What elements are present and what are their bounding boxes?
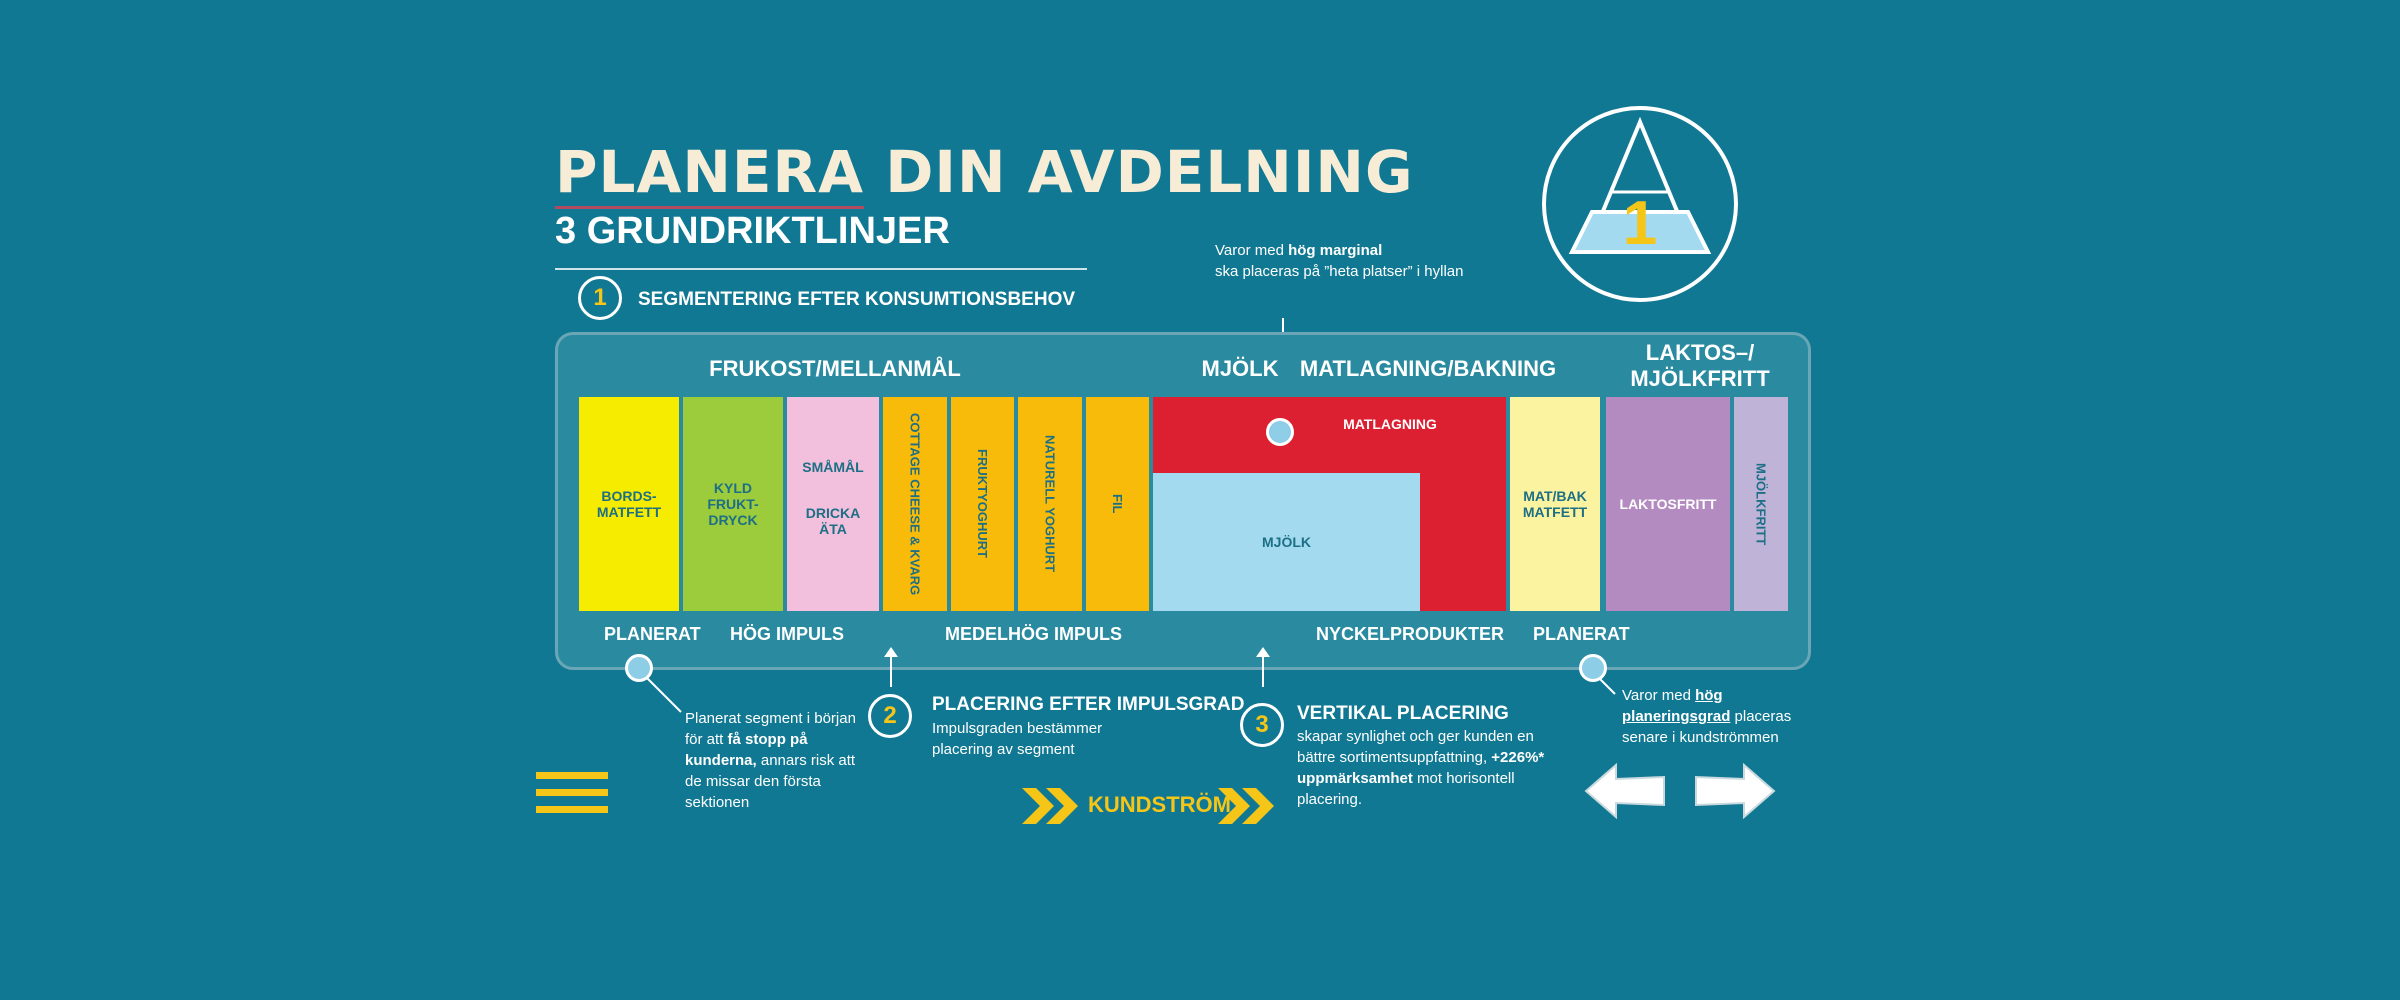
label-planned-2: PLANERAT	[1533, 624, 1630, 644]
note-planned-segment: Planerat segment i början för att få sto…	[685, 710, 856, 811]
step-2-number: 2	[868, 694, 912, 738]
planned-end-marker	[1579, 654, 1607, 682]
title-divider	[555, 268, 1087, 270]
category-cooking: MATLAGNING/BAKNING	[1299, 356, 1557, 381]
segment-chilled-juice: KYLD FRUKT- DRYCK	[683, 397, 783, 611]
step-2-title: PLACERING EFTER IMPULSGRAD	[932, 694, 1245, 715]
category-lactose-free: LAKTOS–/ MJÖLKFRITT	[1630, 340, 1770, 391]
impulse-arrow	[884, 647, 898, 687]
segment-milk-free: MJÖLKFRITT	[1734, 397, 1788, 611]
segment-snacks: SMÅMÅL DRICKA ÄTA	[787, 397, 879, 611]
segment-lactose-free: LAKTOSFRITT	[1606, 397, 1730, 611]
label-key-products: NYCKELPRODUKTER	[1316, 624, 1505, 644]
hamburger-menu-icon[interactable]	[536, 772, 608, 816]
chevron-double-right-icon-2	[1218, 788, 1274, 824]
arrow-right-icon[interactable]	[1694, 762, 1776, 820]
note-high-margin: Varor med hög marginal ska placeras på ”…	[1215, 242, 1464, 280]
segment-milk: MJÖLK	[1153, 470, 1423, 611]
page-title: PLANERA DIN AVDELNING	[555, 138, 1414, 209]
segment-fil: FIL	[1086, 397, 1149, 611]
step-2-text: Impulsgraden bestämmer placering av segm…	[932, 720, 1103, 758]
pyramid-level-number: 1	[1623, 189, 1657, 258]
high-margin-marker	[1266, 418, 1294, 446]
label-medium-impulse: MEDELHÖG IMPULS	[945, 624, 1123, 644]
segment-snacks-label: SMÅMÅL	[802, 459, 864, 475]
segment-cooking-label: MATLAGNING	[1343, 416, 1437, 432]
segment-table-spread: BORDS- MATFETT	[579, 397, 679, 611]
step-3-number: 3	[1240, 703, 1284, 747]
note-vertical-placement: skapar synlighet och ger kunden en bättr…	[1297, 728, 1545, 808]
category-breakfast: FRUKOST/MELLANMÅL	[709, 356, 961, 381]
planned-start-marker	[625, 654, 653, 682]
segment-drink-eat-label: DRICKA ÄTA	[805, 505, 861, 537]
arrow-left-icon[interactable]	[1584, 762, 1666, 820]
label-planned-1: PLANERAT	[604, 624, 701, 644]
step-1-number: 1	[578, 276, 622, 320]
vertical-arrow	[1256, 647, 1270, 687]
segment-cottage-cheese: COTTAGE CHEESE & KVARG	[883, 397, 947, 611]
planned-start-pointer	[646, 677, 682, 713]
planned-end-pointer	[1598, 677, 1616, 695]
segment-cooking-spread: MAT/BAK MATFETT	[1510, 397, 1600, 611]
step-1-title: SEGMENTERING EFTER KONSUMTIONSBEHOV	[638, 289, 1076, 310]
pyramid-icon: 1	[1542, 106, 1738, 302]
page-subtitle: 3 GRUNDRIKTLINJER	[555, 210, 950, 252]
customer-flow-label: KUNDSTRÖM	[1088, 792, 1231, 817]
chevron-double-right-icon	[1022, 788, 1078, 824]
label-high-impulse: HÖG IMPULS	[730, 624, 845, 644]
segment-fruit-yoghurt: FRUKTYOGHURT	[951, 397, 1014, 611]
category-milk: MJÖLK	[1201, 356, 1279, 381]
title-part-1: PLANERA	[555, 138, 865, 209]
title-part-2: DIN AVDELNING	[864, 138, 1414, 206]
note-planning-degree: Varor med hög planeringsgrad placeras se…	[1622, 687, 1792, 746]
step-3-title: VERTIKAL PLACERING	[1297, 703, 1509, 724]
segment-natural-yoghurt: NATURELL YOGHURT	[1018, 397, 1082, 611]
